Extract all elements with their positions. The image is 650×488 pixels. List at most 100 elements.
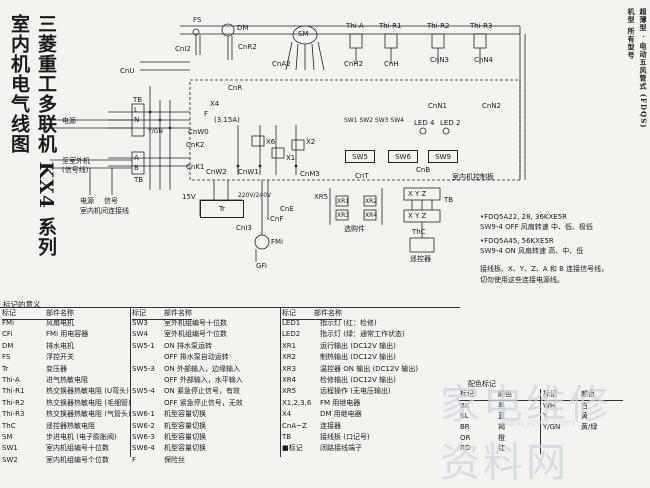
label-cnw1: CnW1: [238, 168, 259, 176]
color-header-cell: 标记: [540, 389, 579, 401]
color-header-cell: 颜色: [496, 389, 541, 401]
legend-description: 室内机组编号十位数: [46, 444, 109, 453]
label-gfi: GFi: [256, 262, 267, 270]
legend-description: ON 排水泵运转: [164, 341, 212, 350]
label-x4: X4: [210, 100, 220, 108]
sw5-label: SW5: [352, 152, 368, 161]
legend-description: 制热输出 (DC12V 输出): [320, 353, 396, 362]
label-cnh: CnH: [384, 60, 399, 68]
model-header: 机型 所有型号: [627, 8, 636, 60]
label-cnn3: CnN3: [430, 56, 450, 64]
label-cni2: CnI2: [175, 45, 191, 53]
color-code: BL: [460, 412, 469, 421]
wiring-diagram: [50, 23, 526, 262]
legend-description: 变压器: [46, 364, 67, 373]
legend-divider-2: [280, 307, 281, 457]
terminal-ygn: Y/GN: [148, 128, 163, 135]
color-code: BR: [460, 423, 470, 432]
terminal-n: N: [134, 116, 140, 124]
legend-description: 远程操作 (无电压输出): [320, 387, 391, 396]
legend-description: ON 外部输入，边缘输入: [164, 364, 240, 373]
color-code: Y/GN: [540, 421, 579, 433]
legend-description: 热交换器热敏电阻 (U弯头): [46, 387, 129, 396]
label-cnm3: CnM3: [300, 170, 320, 178]
label-power: 电源: [62, 117, 76, 125]
legend-code: SW5-1: [132, 341, 155, 350]
legend-row: CFi FMi 用电容器: [2, 329, 131, 340]
label-remote: 遥控器: [410, 255, 431, 263]
legend-code: XR4: [282, 376, 297, 385]
legend-description: OFF 排水泵自动运转: [164, 353, 229, 362]
color-code: [540, 432, 579, 443]
note-line-4: SW9-4 ON 风扇转速 高、中、低: [480, 247, 584, 255]
legend-col1: 标记部件名称: [2, 308, 74, 321]
sw5-block: SW5: [345, 150, 375, 163]
legend-code: SW4: [132, 330, 148, 339]
legend-description: FM 用继电器: [320, 398, 361, 407]
right-note-bottom: 接线板、X、Y、Z、A 和 B 连接信号线， 切勿使用这些连接电源线。: [480, 264, 608, 286]
legend-code: Thi-R1: [2, 387, 25, 396]
legend-description: ON 紧急停止信号，有效: [164, 387, 240, 396]
legend-code: ■标记: [282, 444, 303, 453]
legend-code: [132, 375, 164, 386]
legend-row: Thi-R1 热交换器热敏电阻 (U弯头): [2, 386, 131, 397]
legend-description: 闭路接线端子: [320, 444, 362, 453]
label-xyz-bottom: X Y Z: [408, 212, 427, 220]
legend-code: SM: [2, 433, 13, 442]
legend-code: TB: [282, 433, 292, 442]
color-name: 黑: [498, 401, 505, 410]
label-dm: DM: [237, 24, 249, 32]
legend-row: SW5-1 ON 排水泵运转: [132, 341, 243, 352]
legend-title: 标记的意义: [3, 300, 41, 309]
legend-description: 进气热敏电阻: [46, 376, 88, 385]
legend-code: CFi: [2, 330, 13, 339]
label-x2: X2: [306, 138, 316, 146]
terminal-a: A: [134, 154, 139, 162]
color-code: RD: [460, 444, 471, 453]
label-cni3: CnI3: [236, 224, 252, 232]
label-thia: Thi-A: [346, 22, 364, 30]
label-cnn2: CnN2: [482, 102, 502, 110]
label-option-parts: 选购件: [344, 225, 365, 233]
label-fuse-rating: (3.15A): [214, 116, 240, 124]
legend-description: 接线板 (口记号): [320, 433, 370, 442]
legend-code: Thi-R3: [2, 410, 25, 419]
label-cnk1: CnK1: [186, 163, 205, 171]
label-outdoor: 至室外机: [62, 157, 90, 165]
label-x6: X6: [266, 138, 276, 146]
color-code: [540, 442, 579, 454]
sw9-block: SW9: [428, 150, 458, 163]
legend-code: SW6-1: [132, 410, 155, 419]
legend-code: SW1: [2, 444, 18, 453]
legend-description: FMi 用电容器: [46, 330, 89, 339]
legend-row: OFF 紧急停止信号，无效: [132, 398, 243, 409]
note-line-1: •FDQ5A22, 28, 36KXE5R: [480, 213, 568, 221]
legend-row: OFF 外部输入，水平输入: [132, 375, 243, 386]
legend-header-code2: 标记: [132, 309, 146, 317]
legend-description: 浮控开关: [46, 353, 74, 362]
terminal-l: L: [134, 106, 138, 114]
legend-code: ThC: [2, 421, 16, 430]
legend-code: SW5-4: [132, 387, 155, 396]
legend-code: CnA~Z: [282, 421, 307, 430]
note-bottom-2: 切勿使用这些连接电源线。: [480, 276, 564, 284]
legend-code: DM: [2, 341, 14, 350]
color-code: BK: [460, 401, 470, 410]
